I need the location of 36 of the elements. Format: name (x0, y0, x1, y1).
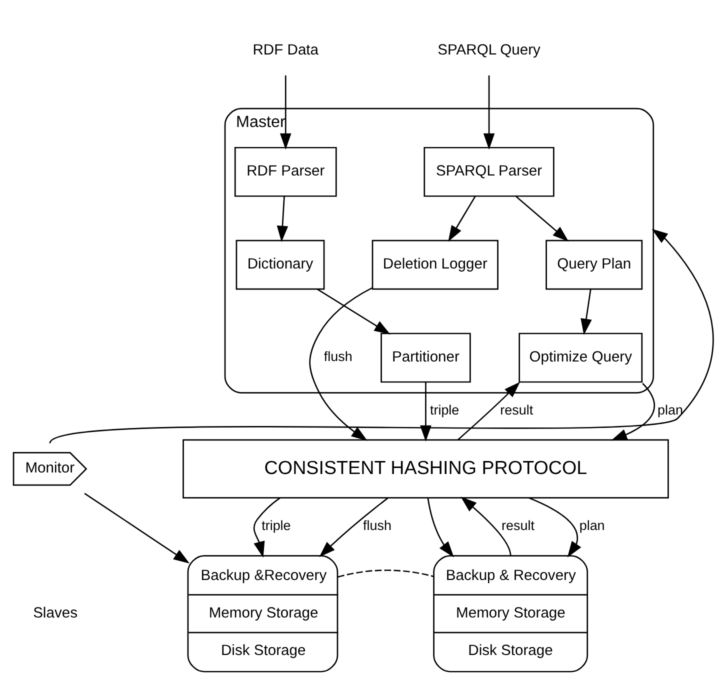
arrow (427, 498, 454, 558)
arrow (448, 196, 476, 242)
arrow (580, 289, 592, 335)
edge-label: result (502, 518, 534, 534)
arrow (309, 287, 372, 441)
node-box: Query Plan (546, 240, 643, 290)
node-text: SPARQL Query (438, 42, 540, 58)
arrow (280, 75, 292, 150)
edge-label: plan (579, 518, 605, 534)
node-box: Dictionary (236, 240, 325, 290)
arrow (460, 496, 512, 556)
arrow (528, 497, 582, 558)
arrow (84, 492, 190, 564)
edge-label: plan (657, 402, 683, 418)
edge-label: flush (324, 349, 352, 364)
arrow (316, 288, 390, 335)
arrow (253, 498, 280, 558)
edge-label: result (500, 402, 534, 418)
arrow (319, 498, 388, 558)
node-box: Partitioner (380, 332, 471, 383)
node-box: Deletion Logger (372, 240, 498, 290)
node-box: RDF Parser (234, 146, 337, 197)
node-box: Optimize Query (518, 332, 643, 383)
edge-label: triple (430, 402, 460, 418)
arrow (610, 382, 655, 441)
edge-label: flush (363, 518, 392, 534)
connector (338, 570, 434, 578)
arrow (276, 196, 288, 242)
node-text: RDF Data (252, 42, 319, 58)
label: Slaves (33, 605, 78, 622)
node-box: SPARQL Parser (424, 146, 554, 197)
edge-label: triple (262, 518, 291, 534)
arrow (483, 75, 495, 150)
arrow (457, 382, 520, 440)
arrow (516, 196, 569, 242)
node-box: CONSISTENT HASHING PROTOCOL (182, 439, 669, 499)
